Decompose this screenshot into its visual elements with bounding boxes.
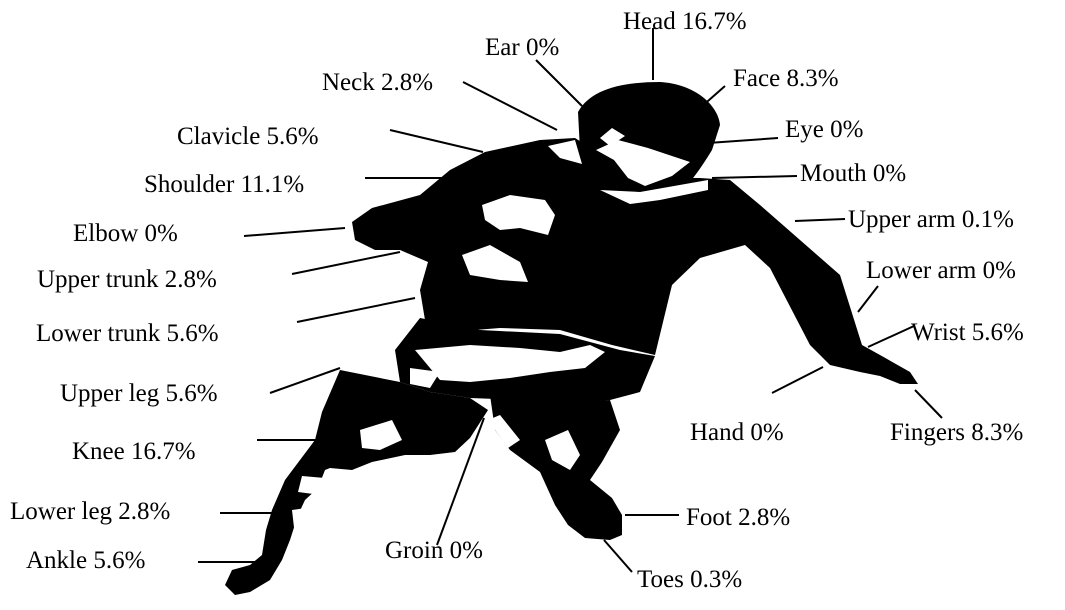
label-hand: Hand 0%	[690, 420, 784, 445]
label-clavicle: Clavicle 5.6%	[177, 124, 319, 149]
label-shoulder: Shoulder 11.1%	[144, 172, 304, 197]
leader-lower-arm	[858, 286, 878, 312]
leader-fingers	[915, 390, 942, 418]
label-mouth: Mouth 0%	[800, 161, 906, 186]
label-face: Face 8.3%	[733, 66, 839, 91]
label-upper-arm: Upper arm 0.1%	[848, 207, 1014, 232]
leader-upper-arm	[795, 219, 845, 221]
label-ear: Ear 0%	[485, 35, 559, 60]
label-knee: Knee 16.7%	[72, 439, 196, 464]
front-leg-shape	[490, 395, 622, 540]
leader-lower-trunk	[297, 298, 415, 322]
label-neck: Neck 2.8%	[322, 70, 433, 95]
leader-mouth	[712, 176, 797, 178]
label-ankle: Ankle 5.6%	[26, 548, 145, 573]
label-fingers: Fingers 8.3%	[890, 420, 1023, 445]
label-elbow: Elbow 0%	[73, 221, 178, 246]
leader-upper-leg	[270, 368, 340, 393]
leader-face	[700, 86, 725, 108]
leader-elbow	[244, 228, 345, 236]
leader-clavicle	[390, 130, 483, 152]
leader-hand	[772, 367, 823, 393]
leader-ear	[536, 60, 582, 106]
label-foot: Foot 2.8%	[686, 505, 790, 530]
label-head: Head 16.7%	[623, 9, 747, 34]
label-toes: Toes 0.3%	[637, 567, 742, 592]
leader-neck	[463, 82, 557, 130]
label-wrist: Wrist 5.6%	[911, 320, 1024, 345]
leader-eye	[708, 138, 778, 143]
label-groin: Groin 0%	[385, 538, 483, 563]
label-lower-leg: Lower leg 2.8%	[10, 499, 170, 524]
label-lower-trunk: Lower trunk 5.6%	[36, 321, 219, 346]
leader-wrist	[868, 326, 914, 347]
sock-highlight	[292, 506, 320, 545]
leader-toes	[604, 540, 632, 572]
leader-upper-trunk	[292, 252, 400, 274]
label-upper-leg: Upper leg 5.6%	[60, 381, 218, 406]
label-eye: Eye 0%	[785, 117, 863, 142]
label-lower-arm: Lower arm 0%	[866, 258, 1016, 283]
label-upper-trunk: Upper trunk 2.8%	[37, 267, 217, 292]
